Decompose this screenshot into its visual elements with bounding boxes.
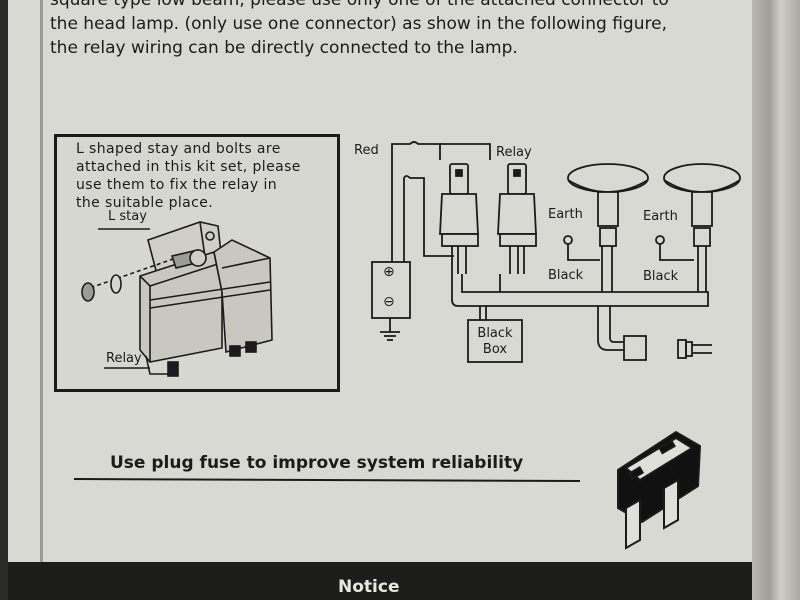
harness <box>451 274 709 307</box>
relay-label: Relay <box>496 145 532 160</box>
inset-line-3: use them to fix the relay in <box>76 177 278 193</box>
notice-bar <box>8 562 752 600</box>
intro-line-1: square type low beam, please use only on… <box>50 0 669 10</box>
relay-body-2 <box>213 239 273 354</box>
black-box-label-line-1: Black <box>477 326 513 341</box>
wiring-diagram <box>371 141 741 363</box>
relay-2-body <box>497 193 537 235</box>
intro-line-3: the relay wiring can be directly connect… <box>50 38 518 58</box>
inset-instructions: L shaped stay and bolts are attached in … <box>76 140 336 212</box>
earth-terminal-2 <box>655 235 665 245</box>
fuse-note: Use plug fuse to improve system reliabil… <box>110 453 524 473</box>
earth-label-left: Earth <box>548 207 583 222</box>
inset-line-1: L shaped stay and bolts are <box>76 141 281 157</box>
battery-minus-symbol: ⊖ <box>383 294 395 310</box>
intro-paragraph: square type low beam, please use only on… <box>50 0 750 60</box>
battery-plus-symbol: ⊕ <box>383 264 395 280</box>
plug-socket <box>623 335 647 361</box>
page-edge <box>752 0 800 600</box>
inset-line-4: the suitable place. <box>76 195 214 211</box>
earth-label-right: Earth <box>643 209 678 224</box>
inset-relay-label: Relay <box>106 351 142 366</box>
red-wire-2 <box>403 175 454 262</box>
fuse-note-underline <box>73 478 581 482</box>
intro-line-2: the head lamp. (only use one connector) … <box>50 14 667 34</box>
washer <box>110 274 122 294</box>
l-stay-label: L stay <box>108 209 147 224</box>
relay-mount-drawing <box>81 221 273 377</box>
relay-1-top <box>449 163 469 195</box>
headlamp-2 <box>663 163 741 193</box>
nut <box>81 282 95 302</box>
black-label-right: Black <box>643 269 679 284</box>
headlamp-1 <box>567 163 649 193</box>
black-box-label-line-2: Box <box>482 342 508 357</box>
relay-2-top <box>507 163 527 195</box>
relay-1-body <box>439 193 479 235</box>
red-wire-1 <box>391 141 441 262</box>
fold-line <box>40 0 43 600</box>
plug-connector <box>677 339 687 359</box>
black-box <box>467 319 523 363</box>
plug-branch <box>597 306 624 351</box>
red-wire-label: Red <box>354 143 379 158</box>
earth-terminal-1 <box>563 235 573 245</box>
notice-heading: Notice <box>338 577 400 597</box>
inset-line-2: attached in this kit set, please <box>76 159 301 175</box>
black-label-left: Black <box>548 268 584 283</box>
battery <box>371 261 411 319</box>
black-box-label: Black Box <box>472 326 518 358</box>
plug-fuse-drawing <box>617 430 702 550</box>
